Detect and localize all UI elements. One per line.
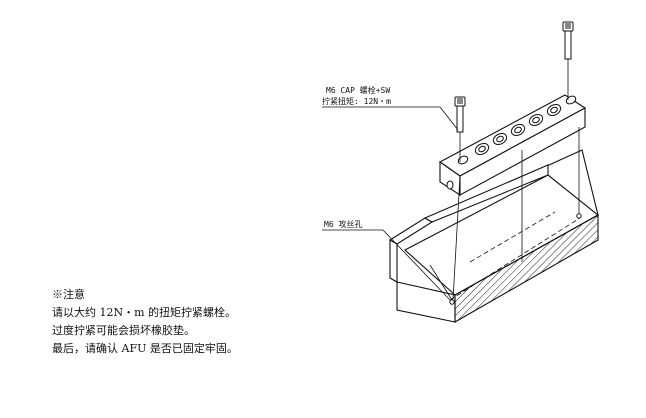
torque-spec-label: 拧紧扭矩: 12N・m xyxy=(322,96,391,106)
tap-hole-rear xyxy=(576,213,582,219)
bolt-left xyxy=(454,96,466,133)
notes-block: ※注意 请以大约 12N・m 的扭矩拧紧螺栓。 过度拧紧可能会损坏橡胶垫。 最后… xyxy=(52,286,238,358)
bolt-right xyxy=(562,21,574,60)
leader-lines xyxy=(322,106,459,301)
alignment-lines xyxy=(452,59,580,301)
notes-line-3: 最后，请确认 AFU 是否已固定牢固。 xyxy=(52,342,238,355)
clamp-bar xyxy=(438,94,587,197)
channel-hidden-lines xyxy=(429,211,581,301)
notes-heading: ※注意 xyxy=(52,288,85,301)
base-channel xyxy=(388,149,599,323)
notes-line-1: 请以大约 12N・m 的扭矩拧紧螺栓。 xyxy=(52,306,237,319)
notes-line-2: 过度拧紧可能会损坏橡胶垫。 xyxy=(52,324,195,337)
tap-hole-front xyxy=(449,299,455,305)
bar-holes xyxy=(446,95,577,190)
bolt-spec-label: M6 CAP 螺栓+SW xyxy=(326,85,390,95)
tap-hole-label: M6 攻丝孔 xyxy=(324,219,362,229)
